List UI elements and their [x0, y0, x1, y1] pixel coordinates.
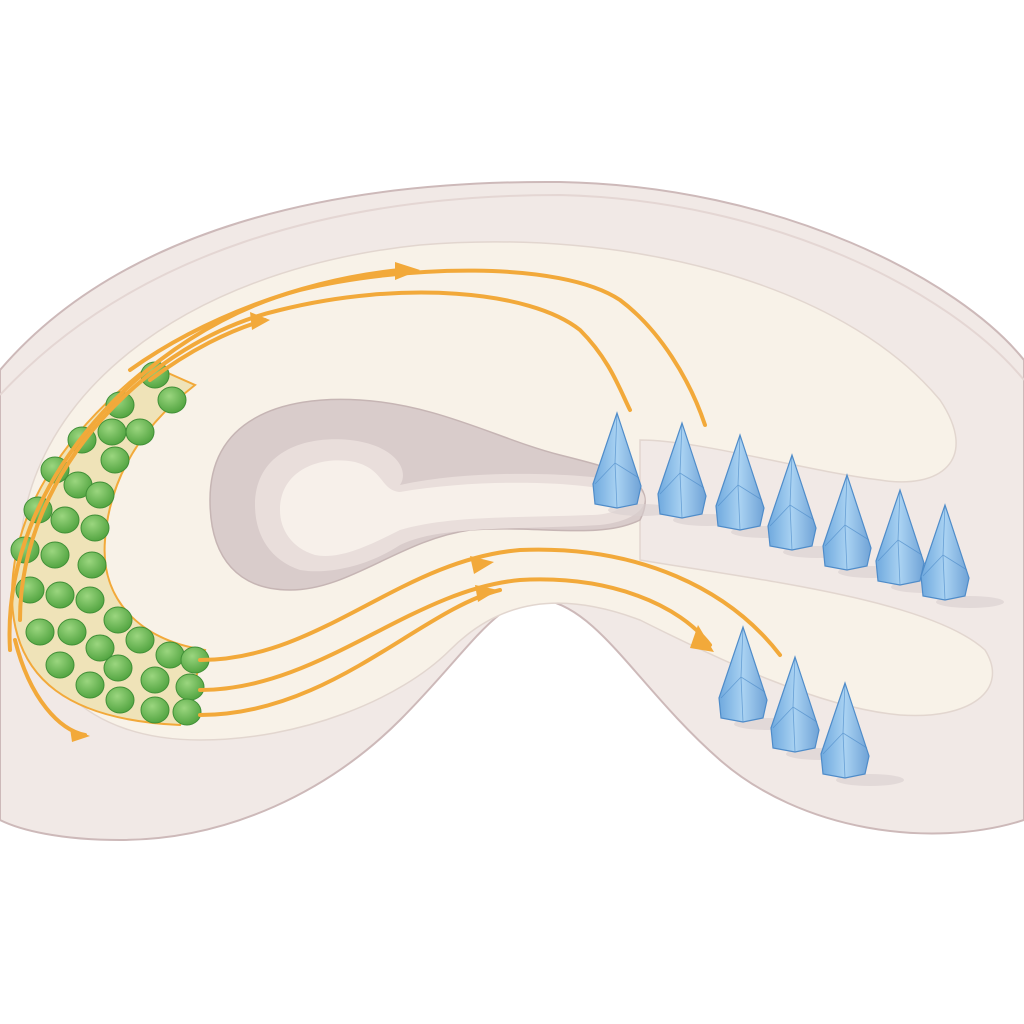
green-cell: [172, 698, 202, 726]
green-cell: [105, 686, 135, 714]
fiber: [7, 268, 707, 652]
arrowhead-icon: [250, 312, 270, 330]
green-cell: [125, 626, 155, 654]
arrowhead-icon: [395, 262, 420, 280]
green-cell: [45, 651, 75, 679]
fiber: [128, 268, 402, 372]
green-cell: [103, 606, 133, 634]
green-cell: [175, 673, 205, 701]
fiber: [18, 290, 632, 622]
green-cell: [100, 446, 130, 474]
fiber-bundle-lower: [13, 547, 782, 737]
green-cell: [57, 618, 87, 646]
green-cell: [45, 581, 75, 609]
green-cell: [97, 418, 127, 446]
outer-tissue-rim: [0, 193, 1024, 396]
fiber: [198, 588, 502, 717]
arrowhead-icon: [475, 585, 498, 602]
green-cell: [140, 696, 170, 724]
green-cell: [85, 481, 115, 509]
arrowhead-icon: [470, 556, 494, 574]
fiber-arrowheads: [70, 262, 714, 742]
green-cell: [80, 514, 110, 542]
green-cell: [75, 586, 105, 614]
cone-cell: [820, 681, 904, 786]
cone-cell: [920, 503, 1004, 608]
arrowhead-icon: [70, 728, 90, 742]
green-cell: [103, 654, 133, 682]
cone-cell: [592, 411, 676, 516]
fiber-bundle-upper: [7, 268, 707, 652]
green-cell: [75, 671, 105, 699]
green-cell: [40, 541, 70, 569]
cone-cells: [592, 411, 1004, 786]
green-cell: [77, 551, 107, 579]
green-cell: [85, 634, 115, 662]
green-cell: [140, 666, 170, 694]
core-light: [280, 460, 625, 556]
arrowhead-icon: [690, 625, 714, 652]
green-cell: [125, 418, 155, 446]
green-cell: [157, 386, 187, 414]
green-cell: [155, 641, 185, 669]
fiber: [198, 577, 712, 692]
green-cell: [50, 506, 80, 534]
fiber: [198, 547, 782, 662]
green-cell: [25, 618, 55, 646]
